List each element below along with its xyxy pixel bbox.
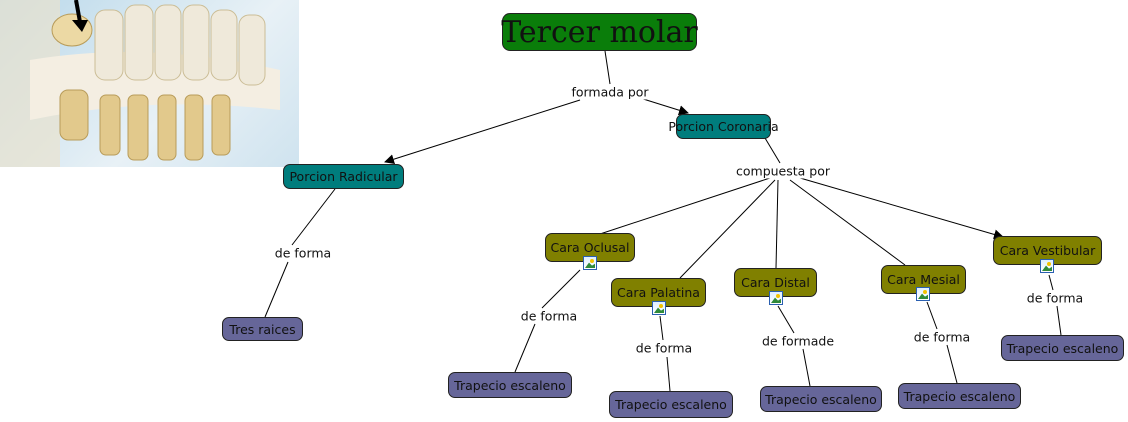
link-compuesta-por[interactable]: compuesta por [733, 163, 833, 179]
teeth-drawing [0, 0, 280, 167]
link-de-forma-oclusal[interactable]: de forma [518, 308, 580, 324]
teeth-illustration [0, 0, 299, 167]
image-resource-icon[interactable] [1040, 259, 1054, 273]
link-de-forma-radicular[interactable]: de forma [272, 245, 334, 261]
link-de-forma-palatina[interactable]: de forma [633, 340, 695, 356]
link-de-forma-vestibular[interactable]: de forma [1024, 290, 1086, 306]
image-resource-icon[interactable] [583, 256, 597, 270]
concept-trapecio-escaleno-oclusal[interactable]: Trapecio escaleno [448, 372, 572, 398]
image-resource-icon[interactable] [652, 301, 666, 315]
concept-tercer-molar[interactable]: Tercer molar [501, 13, 698, 51]
concept-cara-distal[interactable]: Cara Distal [734, 268, 817, 297]
concept-trapecio-escaleno-distal[interactable]: Trapecio escaleno [760, 386, 882, 412]
link-de-formade-distal[interactable]: de formade [759, 333, 837, 349]
image-resource-icon[interactable] [769, 291, 783, 305]
concept-porcion-coronaria[interactable]: Porcion Coronaria [668, 114, 779, 139]
concept-porcion-radicular[interactable]: Porcion Radicular [283, 164, 404, 189]
concept-trapecio-escaleno-vestibular[interactable]: Trapecio escaleno [1001, 335, 1124, 361]
link-de-forma-mesial[interactable]: de forma [911, 329, 973, 345]
link-formada-por[interactable]: formada por [569, 84, 651, 100]
image-resource-icon[interactable] [916, 287, 930, 301]
concept-trapecio-escaleno-palatina[interactable]: Trapecio escaleno [609, 391, 733, 418]
concept-trapecio-escaleno-mesial[interactable]: Trapecio escaleno [898, 383, 1021, 409]
concept-cara-mesial[interactable]: Cara Mesial [881, 265, 966, 294]
concept-tres-raices[interactable]: Tres raices [222, 317, 303, 341]
